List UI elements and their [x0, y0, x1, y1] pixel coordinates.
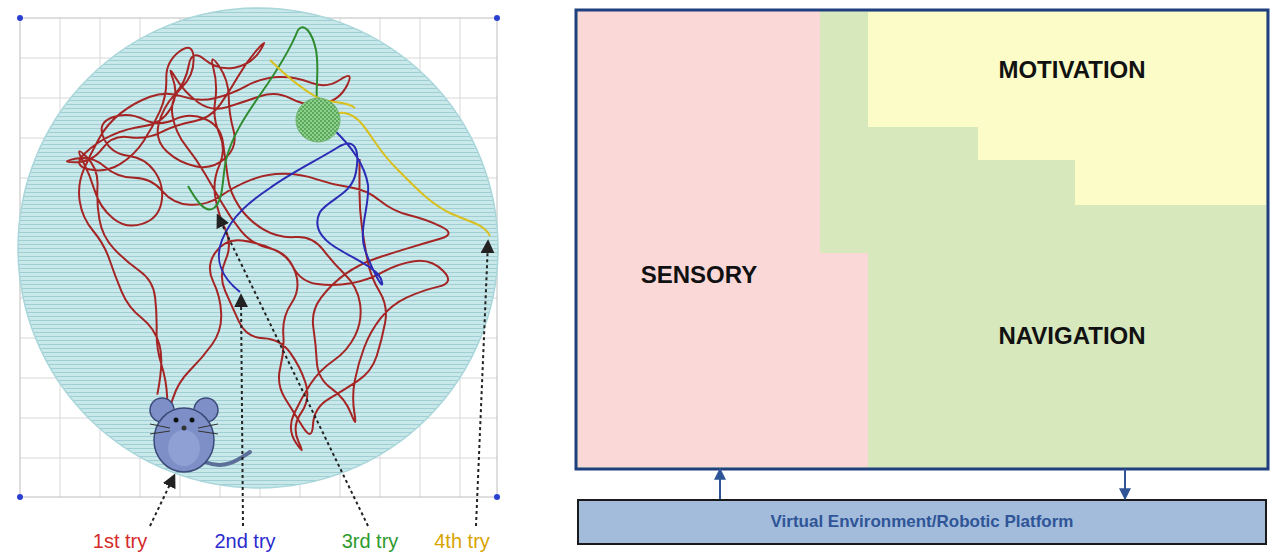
system-frame [576, 10, 1268, 469]
trial-1-path [67, 43, 449, 450]
region-label: MOTIVATION [998, 56, 1145, 84]
water-maze [18, 8, 498, 488]
trial-label: 2nd try [214, 530, 275, 553]
flow-arrow [1124, 469, 1126, 499]
leader-lines [150, 216, 488, 526]
corner-dots [17, 15, 500, 500]
sensory-region [578, 11, 868, 467]
motivation-region [868, 12, 1266, 205]
sensory-region: SENSORY [578, 11, 820, 467]
trial-2-path [219, 128, 382, 292]
region-label: Virtual Environment/Robotic Platform [771, 512, 1074, 532]
hidden-platform [296, 98, 340, 142]
platform-bar: Virtual Environment/Robotic Platform [578, 500, 1266, 544]
trial-label: 4th try [434, 530, 490, 553]
platform-bar [578, 500, 1266, 544]
trial-label: 3rd try [342, 530, 399, 553]
navigation-region: NAVIGATION [878, 205, 1266, 467]
region-label: NAVIGATION [998, 322, 1145, 350]
navigation-region [576, 10, 1268, 469]
region-label: SENSORY [641, 261, 757, 289]
flow-arrow [719, 469, 721, 499]
mouse-icon [150, 398, 250, 472]
trial-label: 1st try [93, 530, 147, 553]
motivation-region: MOTIVATION [878, 12, 1266, 127]
trial-4-path [330, 113, 490, 236]
